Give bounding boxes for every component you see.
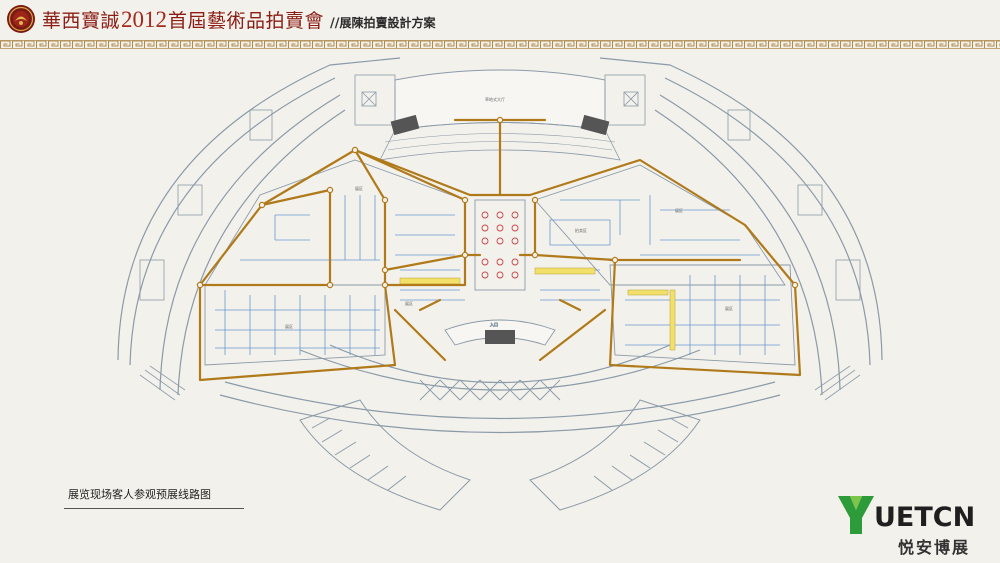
zone-labels: 展区 展区 拍卖区 展区 展区 展区 — [285, 185, 733, 329]
building-outline — [117, 57, 883, 434]
brand-latin: UETCN — [874, 502, 976, 533]
title-year: 2012 — [121, 7, 168, 32]
logo-seal-icon — [7, 5, 35, 33]
brand-chinese: 悦安博展 — [898, 538, 971, 557]
auction-tables — [481, 211, 519, 279]
route-caption: 展览现场客人参观预展线路图 — [68, 488, 211, 501]
title-subtitle: 展陳拍賣設計方案 — [339, 16, 436, 30]
page-title: 華西寶誠 2012 首屆藝術品拍賣會 // 展陳拍賣設計方案 — [42, 6, 436, 36]
title-rest: 首屆藝術品拍賣會 — [168, 10, 325, 32]
lower-wings — [299, 399, 701, 511]
zone-label-e: 展区 — [725, 305, 733, 311]
stage-area: 草地式大厅 — [379, 69, 621, 161]
fret-pattern-divider — [0, 40, 1000, 49]
zone-label-a: 展区 — [355, 185, 363, 191]
floor-plan: 草地式大厅 — [117, 57, 883, 511]
title-main: 華西寶誠 — [42, 10, 121, 32]
brand-logo: UETCN 悦安博展 — [836, 494, 986, 557]
zone-label-b: 展区 — [285, 323, 293, 329]
stage-label: 草地式大厅 — [485, 96, 505, 102]
zone-label-d: 展区 — [675, 207, 683, 213]
entrance-area: 入口 — [419, 319, 561, 401]
zone-label-c: 拍卖区 — [575, 227, 587, 233]
entrance-label: 入口 — [490, 322, 498, 327]
title-separator: // — [330, 16, 340, 31]
zone-label-f: 展区 — [405, 300, 413, 306]
header-bar: 華西寶誠 2012 首屆藝術品拍賣會 // 展陳拍賣設計方案 — [0, 0, 1000, 40]
route-nodes — [196, 116, 799, 289]
brand-y-icon — [838, 496, 874, 534]
display-cases — [399, 267, 676, 351]
caption-box: 展览现场客人参观预展线路图 — [64, 480, 244, 509]
